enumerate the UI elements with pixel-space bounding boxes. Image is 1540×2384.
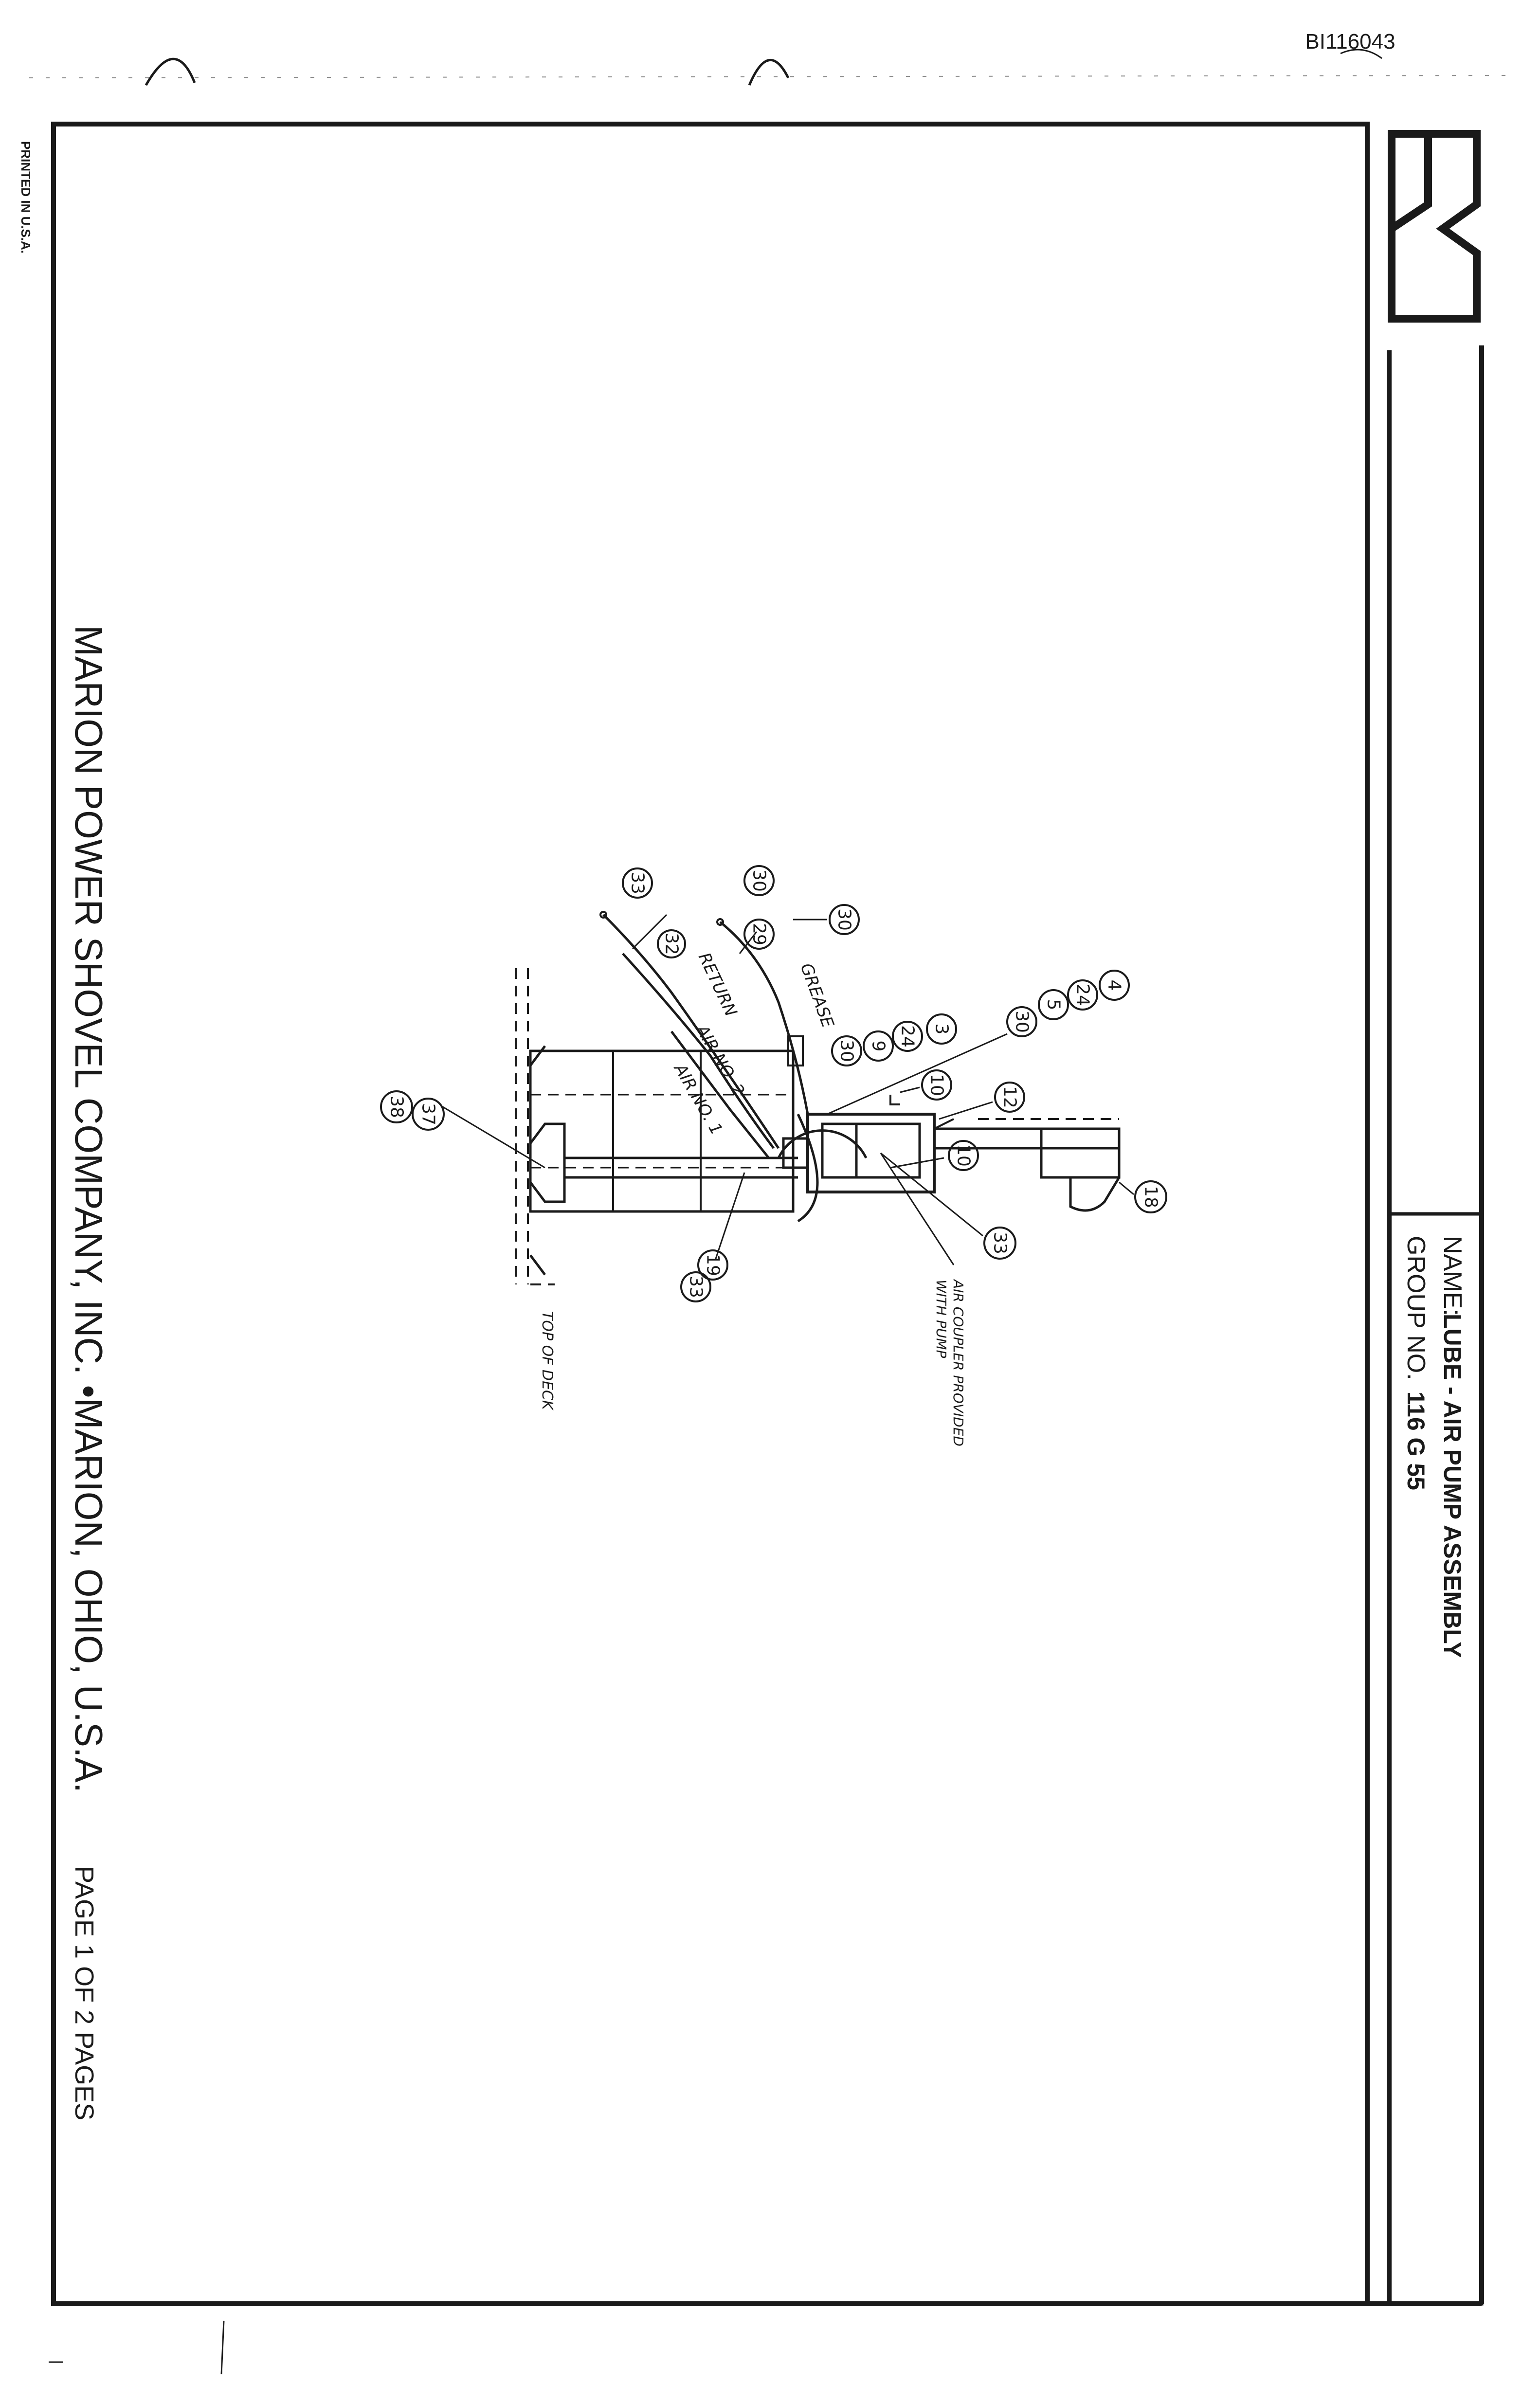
callout-33-top: 33 [622, 867, 653, 899]
svg-text:19: 19 [703, 1254, 723, 1276]
callout-38: 38 [380, 1090, 413, 1123]
callouts: 33 32 30 29 30 30 9 24 3 30 5 24 4 10 12… [380, 865, 1167, 1302]
callout-30-d: 30 [1006, 1006, 1037, 1037]
company-name: MARION POWER SHOVEL COMPANY, INC. •MARIO… [67, 625, 110, 1793]
callout-24-a: 24 [892, 1021, 923, 1052]
pump-assembly-diagram: RETURN GREASE AIR NO. 2 AIR NO. 1 TOP OF… [380, 865, 1167, 1446]
hole-punch-marks [29, 49, 1509, 86]
svg-text:18: 18 [1141, 1186, 1161, 1208]
hose-lines [599, 911, 809, 1159]
title-block [1387, 1212, 1484, 2306]
callout-18: 18 [1134, 1180, 1167, 1213]
svg-text:33: 33 [628, 872, 648, 894]
svg-text:10: 10 [927, 1074, 947, 1096]
label-top-of-deck: TOP OF DECK [539, 1311, 556, 1411]
outlet-pipe [933, 1118, 1121, 1212]
label-grease: GREASE [797, 960, 838, 1030]
svg-text:4: 4 [1105, 980, 1124, 991]
sheet-border [51, 122, 1370, 2306]
fitting-2 [934, 1118, 954, 1130]
air-pump-body [777, 1113, 936, 1223]
callout-32: 32 [657, 929, 686, 958]
grease-drum [529, 1049, 795, 1213]
callout-24-b: 24 [1067, 979, 1098, 1011]
svg-text:5: 5 [1044, 999, 1064, 1011]
svg-text:10: 10 [954, 1144, 974, 1167]
group-value: 116 G 55 [1402, 1391, 1430, 1490]
svg-text:30: 30 [837, 1040, 857, 1062]
callout-33-right: 33 [983, 1227, 1016, 1260]
label-air-coupler-line2: WITH PUMP [933, 1280, 949, 1358]
callout-10-b: 10 [948, 1140, 979, 1171]
pump-stand [529, 1122, 798, 1203]
callout-3: 3 [926, 1013, 957, 1045]
callout-30-a: 30 [743, 865, 775, 896]
label-return: RETURN [694, 950, 741, 1020]
svg-text:30: 30 [749, 869, 769, 892]
callout-30-b: 30 [829, 904, 860, 935]
callout-29: 29 [743, 919, 775, 950]
svg-text:29: 29 [749, 923, 769, 945]
svg-text:37: 37 [418, 1103, 438, 1125]
callout-37: 37 [412, 1098, 445, 1131]
page-count: PAGE 1 OF 2 PAGES [70, 1866, 99, 2120]
label-air-coupler-line1: AIR COUPLER PROVIDED [950, 1279, 966, 1446]
svg-text:32: 32 [662, 933, 682, 955]
callout-10-a: 10 [921, 1069, 952, 1101]
svg-text:9: 9 [869, 1041, 888, 1052]
callout-4: 4 [1099, 970, 1130, 1001]
svg-text:38: 38 [387, 1096, 407, 1118]
callout-30-c: 30 [831, 1035, 862, 1066]
fitting [889, 1095, 900, 1105]
callout-19: 19 [697, 1249, 728, 1281]
name-value: LUBE - AIR PUMP ASSEMBLY [1439, 1314, 1466, 1658]
name-label: NAME: [1438, 1236, 1467, 1316]
callout-5: 5 [1038, 989, 1069, 1020]
drum-support [529, 1045, 555, 1285]
callout-9: 9 [863, 1030, 894, 1062]
callout-leaders [442, 914, 1134, 1265]
group-label: GROUP NO. [1402, 1236, 1430, 1380]
svg-text:24: 24 [1073, 984, 1093, 1006]
callout-12: 12 [994, 1082, 1025, 1113]
svg-text:33: 33 [686, 1276, 706, 1298]
svg-text:30: 30 [834, 908, 854, 931]
svg-text:30: 30 [1012, 1011, 1032, 1033]
marion-logo [1388, 130, 1481, 323]
printed-in-usa-note: PRINTED IN U.S.A. [18, 141, 33, 253]
svg-text:3: 3 [932, 1024, 952, 1035]
scan-marks-bottom [49, 2320, 225, 2375]
document-id: BI116043 [1305, 30, 1395, 54]
svg-text:33: 33 [990, 1232, 1010, 1254]
callout-33-bottom: 33 [680, 1271, 711, 1302]
svg-text:24: 24 [898, 1025, 918, 1048]
svg-text:12: 12 [1000, 1086, 1020, 1108]
